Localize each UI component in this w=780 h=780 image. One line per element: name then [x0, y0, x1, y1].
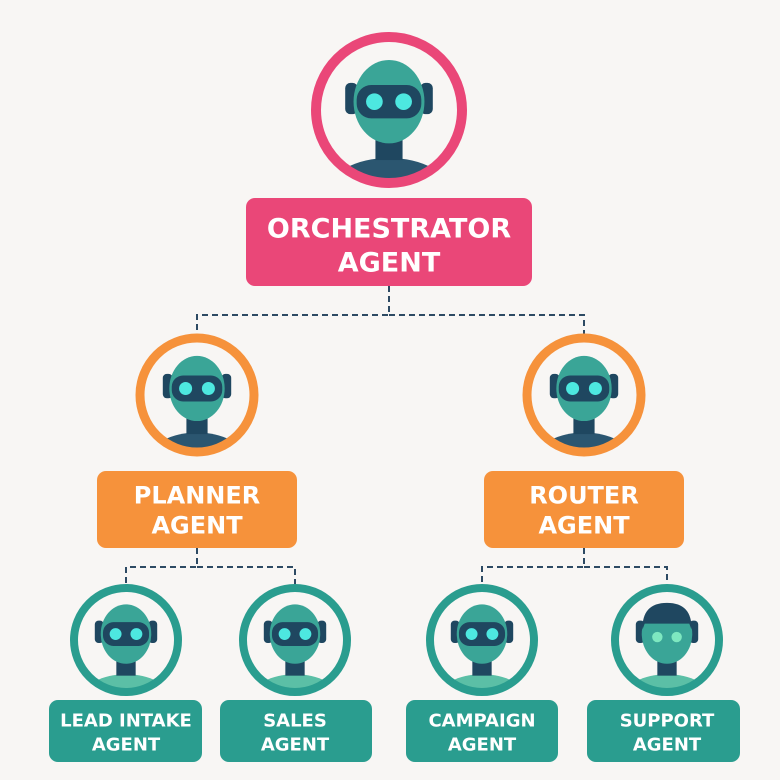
connector-planner-children: [125, 548, 296, 584]
avatar-ring: [70, 584, 182, 696]
node-label-line: PLANNER: [134, 482, 261, 510]
avatar-ring: [426, 584, 538, 696]
avatar-ring: [135, 333, 259, 457]
connectors: [125, 286, 668, 584]
label-box: [246, 198, 532, 286]
avatar-ring: [239, 584, 351, 696]
node-label-line: LEAD INTAKE: [60, 710, 192, 731]
node-label-line: SALES: [263, 710, 327, 731]
label-box: [406, 700, 558, 762]
label-box: [97, 471, 297, 548]
node-label-line: AGENT: [538, 512, 630, 540]
label-box: [49, 700, 202, 762]
label-box: [587, 700, 740, 762]
node-label-line: AGENT: [448, 734, 517, 755]
node-label-line: SUPPORT: [620, 710, 715, 731]
avatar-ring: [311, 32, 467, 188]
node-label-line: CAMPAIGN: [428, 710, 535, 731]
node-label-line: AGENT: [633, 734, 702, 755]
node-label-line: AGENT: [261, 734, 330, 755]
node-label-line: AGENT: [151, 512, 243, 540]
node-campaign: CAMPAIGN AGENT: [406, 584, 558, 762]
avatar-ring: [522, 333, 646, 457]
node-label-line: ORCHESTRATOR: [267, 214, 511, 245]
label-box: [220, 700, 372, 762]
connector-router-children: [481, 548, 668, 584]
label-box: [484, 471, 684, 548]
node-sales: SALES AGENT: [220, 584, 372, 762]
node-label-line: AGENT: [92, 734, 161, 755]
connector-orchestrator-children: [196, 286, 585, 335]
node-lead-intake: LEAD INTAKE AGENT: [49, 584, 202, 762]
node-label-line: AGENT: [338, 248, 441, 279]
node-label-line: ROUTER: [529, 482, 639, 510]
node-support: SUPPORT AGENT: [587, 584, 740, 762]
avatar-ring: [611, 584, 723, 696]
